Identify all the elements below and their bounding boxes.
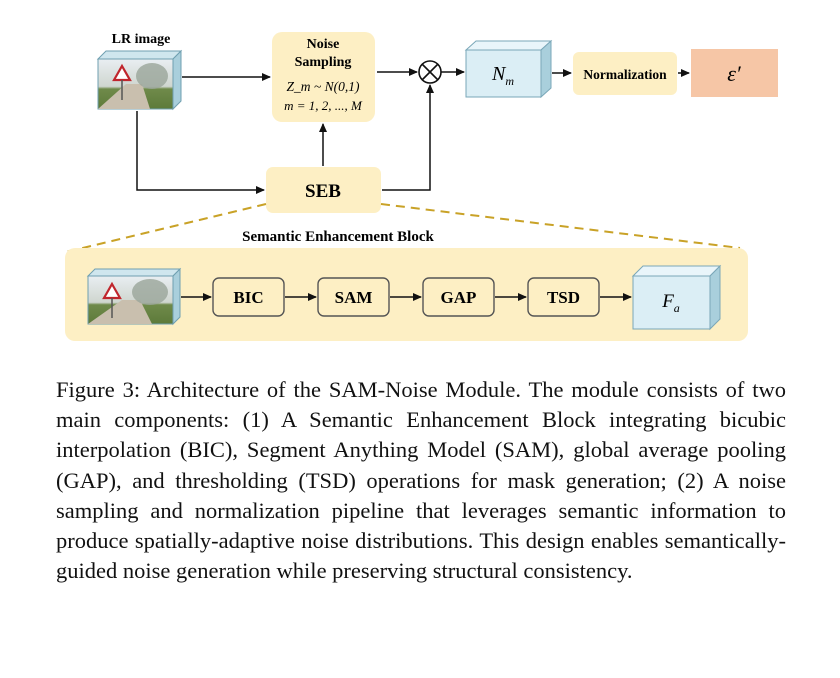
- dashed-expand-right: [380, 203, 741, 249]
- noise-sampling-title-2: Sampling: [295, 55, 352, 70]
- epsilon-box: [691, 49, 778, 97]
- seb-panel: [65, 248, 748, 341]
- seb-box: [266, 167, 381, 213]
- dashed-expand-left: [65, 203, 267, 253]
- arrow-seb-to-mult: [382, 84, 434, 191]
- arrow-lr-to-seb: [136, 111, 265, 194]
- step-sam-label: SAM: [335, 288, 373, 307]
- normalization-box: [573, 52, 677, 95]
- step-sam: SAM: [317, 277, 390, 317]
- noise-formula-m: m = 1, 2, ..., M: [284, 98, 363, 113]
- seb-full-title: Semantic Enhancement Block: [242, 229, 434, 245]
- seb-label: SEB: [305, 181, 341, 202]
- step-tsd: TSD: [527, 277, 600, 317]
- step-bic: BIC: [212, 277, 285, 317]
- figure-caption: Figure 3: Architecture of the SAM-Noise …: [56, 377, 786, 584]
- seb-input-image: [86, 267, 182, 326]
- architecture-diagram: LR image Noise Sampling Z_m ~ N(0,1) m =…: [65, 32, 778, 341]
- lr-image-thumbnail: [96, 49, 183, 111]
- step-bic-label: BIC: [233, 288, 263, 307]
- step-tsd-label: TSD: [547, 288, 580, 307]
- nm-box: [464, 39, 553, 99]
- noise-sampling-box: [272, 32, 375, 122]
- lr-image-label: LR image: [112, 32, 171, 47]
- noise-sampling-title-1: Noise: [307, 37, 340, 52]
- normalization-label: Normalization: [583, 67, 667, 82]
- multiply-node: [418, 60, 442, 84]
- step-gap: GAP: [422, 277, 495, 317]
- noise-formula-z: Z_m ~ N(0,1): [287, 79, 360, 94]
- epsilon-label: ε′: [727, 61, 742, 86]
- step-gap-label: GAP: [441, 288, 477, 307]
- fa-box: [631, 264, 722, 331]
